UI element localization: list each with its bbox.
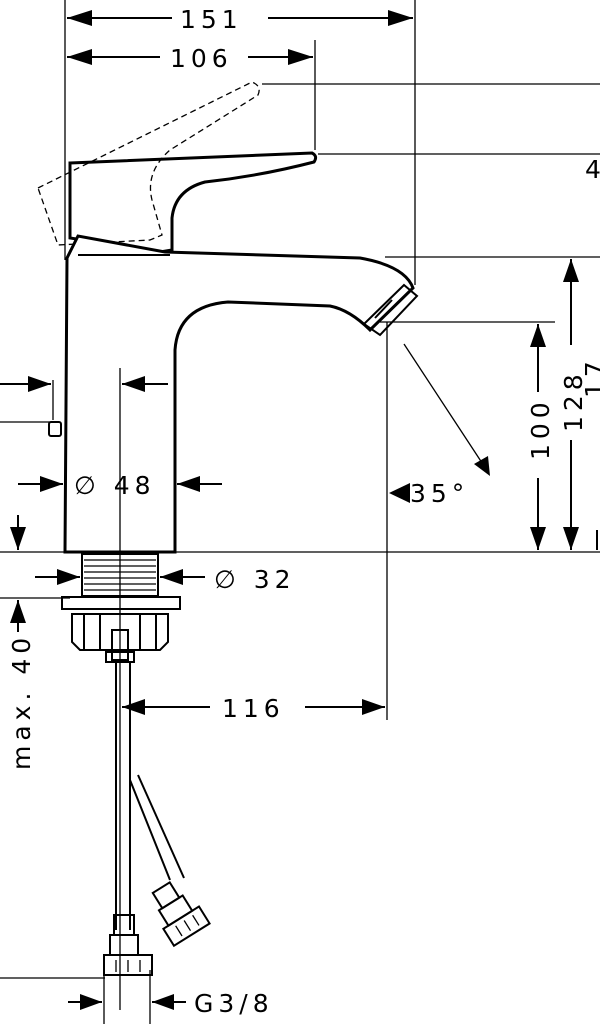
mounting-nut (71, 613, 169, 651)
spout-aerator (362, 283, 419, 337)
dim-hose-connection: G3/8 (68, 989, 274, 1018)
dim-overall-width: 151 (67, 5, 413, 34)
mounting-washer (61, 596, 181, 610)
dim-thread-diameter: ∅ 32 (35, 565, 296, 594)
fixing-stud-nut (105, 651, 135, 663)
dim-max-counter-thickness: max. 40 (7, 515, 36, 770)
hose-fitting-angled (151, 880, 211, 948)
dim-thread-diameter-label: ∅ 32 (214, 565, 296, 594)
partial-top-label: 4 (585, 155, 600, 184)
faucet-lever-raised-outline (37, 81, 260, 246)
hose-fitting-straight (103, 914, 153, 976)
dim-hose-connection-label: G3/8 (194, 989, 274, 1018)
popup-rod-knob (48, 421, 62, 437)
dim-spout-height-total-label: 128 (559, 369, 588, 432)
fixing-stud (111, 629, 129, 661)
dim-spout-projection-label: 116 (222, 694, 285, 723)
threaded-shank (81, 553, 159, 597)
partial-right-label: 17 (580, 356, 600, 398)
dim-popup-offset (0, 376, 168, 392)
dim-spout-angle: 35° (389, 343, 490, 508)
dim-spout-height-outlet-label: 100 (526, 397, 555, 460)
dim-spout-height-outlet: 100 (526, 324, 555, 550)
faucet-lever (68, 151, 318, 254)
dim-max-counter-thickness-label: max. 40 (7, 633, 36, 770)
dim-lever-reach-label: 106 (170, 44, 233, 73)
dim-spout-height-total: 128 (559, 259, 588, 550)
dim-body-diameter: ∅ 48 (18, 471, 222, 500)
dim-lever-reach: 106 (67, 44, 313, 73)
dim-spout-projection: 116 (122, 694, 385, 723)
dim-spout-angle-label: 35° (410, 479, 469, 508)
faucet-body (63, 234, 415, 554)
dim-overall-width-label: 151 (180, 5, 243, 34)
dim-body-diameter-label: ∅ 48 (74, 471, 156, 500)
